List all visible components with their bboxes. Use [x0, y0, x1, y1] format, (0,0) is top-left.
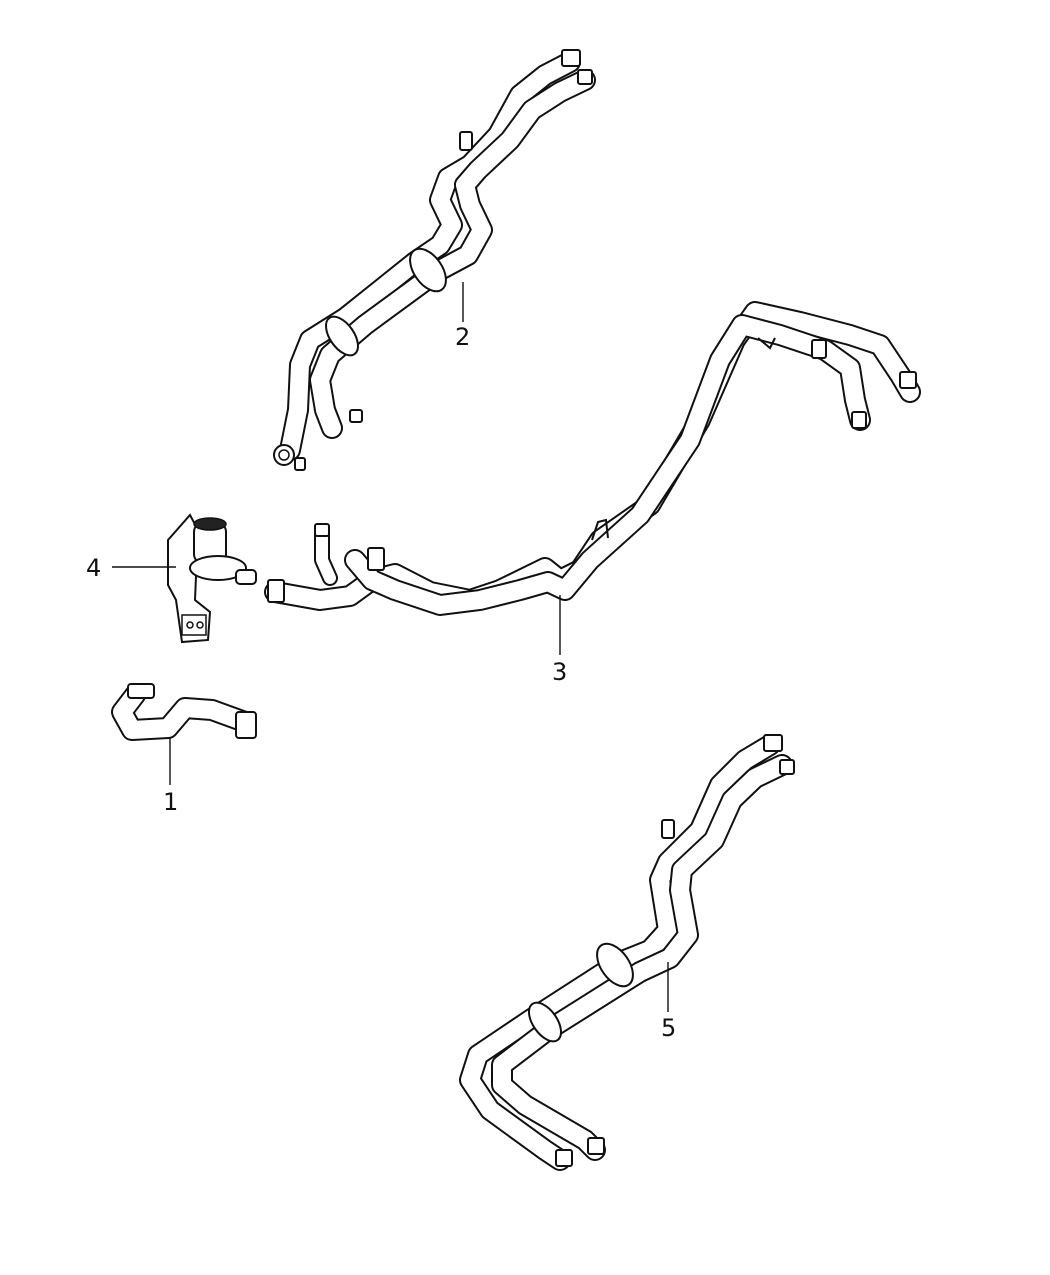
part-1-hose[interactable] — [111, 683, 257, 785]
part-5-bracket — [528, 1001, 562, 1043]
callout-1: 1 — [163, 788, 179, 816]
part-5-clamp — [555, 1149, 573, 1167]
part-3-clip — [591, 518, 609, 541]
part-5-clip — [661, 819, 675, 839]
callout-2: 2 — [455, 323, 471, 351]
part-3-clamp — [811, 339, 827, 359]
part-2-clamp — [561, 49, 581, 67]
part-1-clamp — [235, 711, 257, 739]
part-3-hose-end — [314, 523, 330, 537]
part-2-clip — [459, 131, 473, 151]
part-2-clamp — [577, 69, 593, 85]
part-1-clamp — [127, 683, 155, 699]
part-3-clamp — [899, 371, 917, 389]
part-2-bracket — [409, 247, 447, 293]
part-2-hose-assembly[interactable] — [273, 49, 596, 471]
part-5-clamp — [763, 734, 783, 752]
part-2-hose-end — [273, 444, 295, 466]
pump-housing — [189, 555, 247, 581]
part-3-clamp — [851, 411, 867, 429]
callout-5: 5 — [661, 1014, 677, 1042]
part-5-bracket — [596, 942, 634, 988]
part-5-clamp — [779, 759, 795, 775]
pump-outlet — [235, 569, 257, 585]
part-2-clamp — [349, 409, 363, 423]
part-3-clamp — [367, 547, 385, 571]
part-5-clamp — [587, 1137, 605, 1155]
part-4-water-pump[interactable] — [112, 513, 257, 644]
part-3-clamp — [267, 579, 285, 603]
part-5-hose-assembly[interactable] — [459, 734, 795, 1171]
callout-4: 4 — [86, 554, 102, 582]
callout-3: 3 — [552, 658, 568, 686]
part-3-clip — [757, 337, 776, 350]
part-2-bracket — [325, 315, 359, 357]
part-2-clamp — [294, 457, 306, 471]
part-3-hose-assembly[interactable] — [264, 301, 921, 655]
